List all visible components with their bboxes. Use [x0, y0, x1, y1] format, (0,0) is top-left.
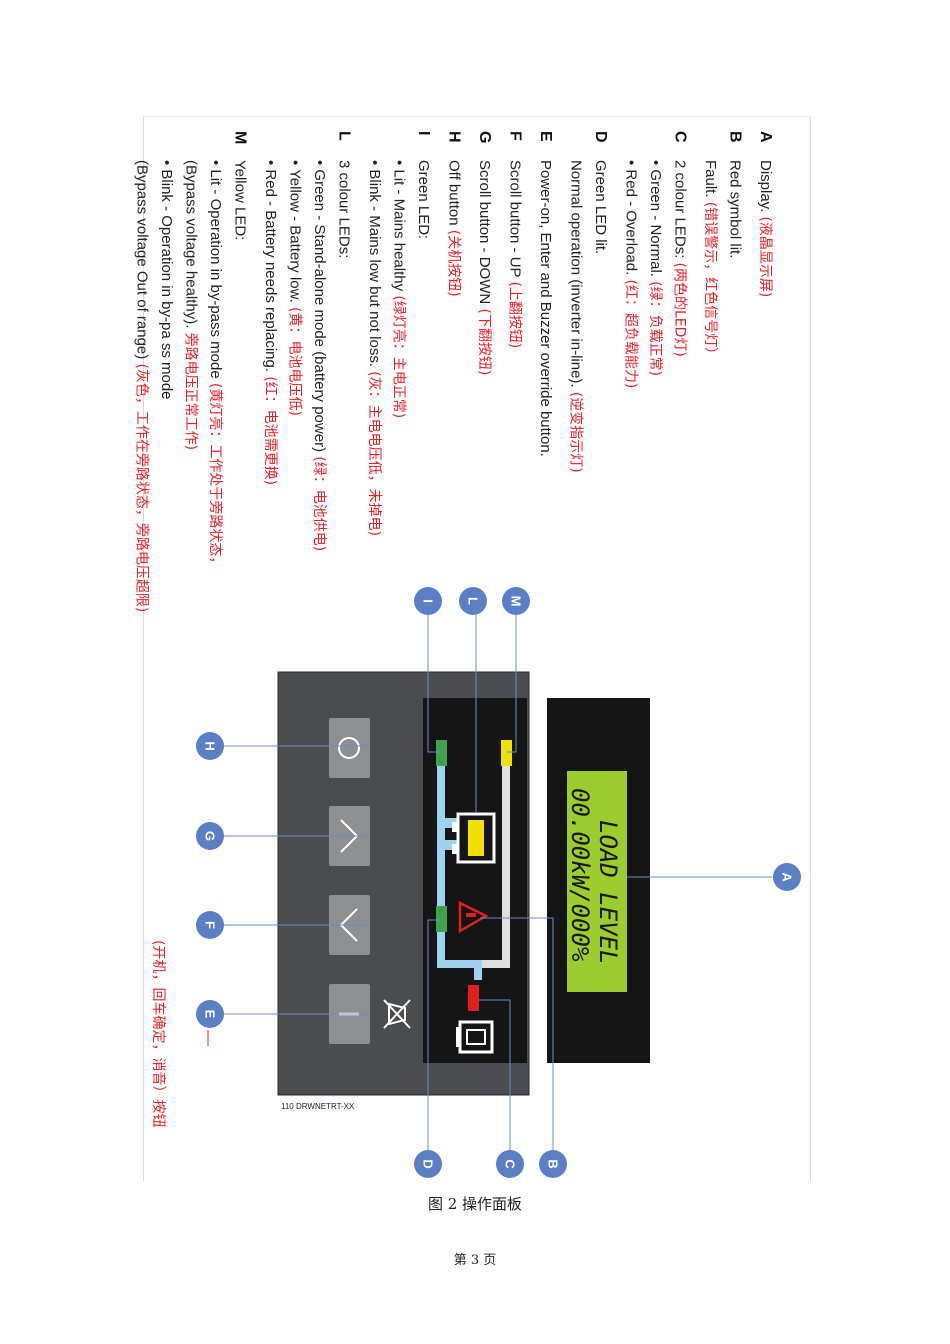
legend-line: Off button (关机按钮): [446, 160, 463, 297]
panel-model-code: 110 DRWNETRT-XX: [281, 1102, 355, 1111]
load-icon: [456, 1020, 494, 1054]
legend-key-c: C: [672, 131, 689, 143]
callout-a: A: [773, 863, 801, 891]
led-bypass-yellow: [501, 740, 512, 766]
legend-line: • Blink - Mains low but not loss. (灰：主电电…: [366, 160, 383, 536]
callout-l: L: [459, 587, 487, 615]
svg-text:I: I: [421, 599, 436, 603]
legend-line: Green LED:: [415, 160, 432, 239]
power-button-note: (开机，回车确定，消音）按钮: [150, 940, 167, 1127]
legend-key-b: B: [727, 131, 744, 143]
legend-line: Display. (液晶显示屏): [757, 160, 774, 297]
legend-key-f: F: [507, 131, 524, 141]
figure-caption: 图 2 操作面板: [427, 1195, 523, 1213]
lcd-screen: [567, 771, 627, 992]
legend-key-h: H: [446, 131, 463, 143]
callout-leader-lines: [224, 614, 772, 1150]
led-load-red: [468, 985, 479, 1011]
led-mains-green: [436, 740, 447, 766]
callout-badges: A B C D E F G H I L M: [196, 587, 801, 1178]
callout-h: H: [196, 732, 224, 760]
ups-front-panel: LOAD LEVEL 00.00kW/000%: [277, 671, 650, 1111]
legend-key-l: L: [336, 131, 353, 141]
callout-i: I: [414, 587, 442, 615]
callout-m: M: [502, 587, 530, 615]
svg-text:G: G: [203, 831, 218, 841]
legend-key-m: M: [232, 131, 249, 144]
svg-text:M: M: [509, 596, 524, 607]
led-inverter-green: [436, 906, 447, 932]
legend-line: • Green - Normal. (绿：负载正常): [647, 160, 664, 376]
svg-text:L: L: [466, 597, 481, 605]
warning-icon: [458, 900, 489, 934]
svg-text:B: B: [546, 1159, 561, 1168]
legend-text-block: A Display. (液晶显示屏) B Red symbol lit. Fault. …: [134, 131, 775, 612]
svg-text:H: H: [203, 741, 218, 750]
callout-c: C: [496, 1150, 524, 1178]
legend-line: Scroll button - UP (上翻按钮): [507, 160, 524, 348]
svg-text:C: C: [503, 1159, 518, 1169]
lcd-line-1: LOAD LEVEL: [594, 820, 622, 965]
legend-key-d: D: [592, 131, 609, 143]
bypass-path: [482, 765, 510, 968]
legend-line: (Bypass voltage healthy). 旁路电压正常工作): [183, 160, 200, 450]
legend-key-g: G: [476, 131, 493, 143]
svg-text:D: D: [421, 1159, 436, 1168]
legend-line: 2 colour LEDs: (两色的LED灯): [672, 160, 689, 357]
legend-key-i: I: [415, 131, 432, 135]
legend-line: • Red - Overload. (红：超负载能力): [623, 160, 640, 388]
svg-text:A: A: [780, 872, 795, 882]
legend-line: Power-on, Enter and Buzzer override butt…: [537, 160, 554, 457]
callout-g: G: [196, 822, 224, 850]
buzzer-mute-icon: [383, 999, 411, 1029]
legend-line: (Bypass voltage Out of range) (灰色，工作在旁路状…: [134, 160, 151, 612]
callout-b: B: [539, 1150, 567, 1178]
legend-line: • Green - Stand-alone mode (battery powe…: [311, 160, 328, 551]
figure-frame: [143, 116, 811, 1181]
callout-e: E: [196, 1000, 224, 1028]
lcd-line-2: 00.00kW/000%: [566, 788, 594, 962]
svg-text:F: F: [203, 921, 218, 929]
legend-line: Yellow LED:: [232, 160, 249, 240]
legend-line: Scroll button - DOWN (下翻按钮): [476, 160, 493, 375]
legend-line: • Red - Battery needs replacing. (红：电池需更…: [262, 160, 279, 485]
legend-line: Red symbol lit.: [727, 160, 744, 258]
off-button[interactable]: [329, 718, 370, 778]
legend-line: Normal operation (inverter in-line). (逆变…: [568, 160, 585, 473]
legend-line: • Yellow - Battery low. (黄：电池电压低): [287, 160, 304, 416]
off-symbol-icon: [338, 737, 360, 759]
legend-line: • Lit - Mains healthy (绿灯亮：主电正常): [391, 160, 408, 418]
legend-line: 3 colour LEDs:: [336, 160, 353, 258]
legend-key-a: A: [757, 131, 774, 143]
callout-f: F: [196, 911, 224, 939]
operation-panel-figure: A Display. (液晶显示屏) B Red symbol lit. Fault. …: [134, 131, 801, 1178]
callout-d: D: [414, 1150, 442, 1178]
legend-line: Fault. (错误警示，红色信号灯）: [702, 160, 719, 361]
battery-icon: [452, 812, 496, 864]
legend-line: • Lit - Operation in by-pass mode (黄灯亮：工…: [207, 160, 224, 570]
page-number: 第 3 页: [453, 1253, 497, 1268]
legend-line: Green LED lit.: [592, 160, 609, 254]
svg-text:E: E: [203, 1010, 218, 1019]
legend-line: • Blink - Operation in by-pa ss mode: [158, 160, 175, 400]
legend-key-e: E: [537, 131, 554, 142]
